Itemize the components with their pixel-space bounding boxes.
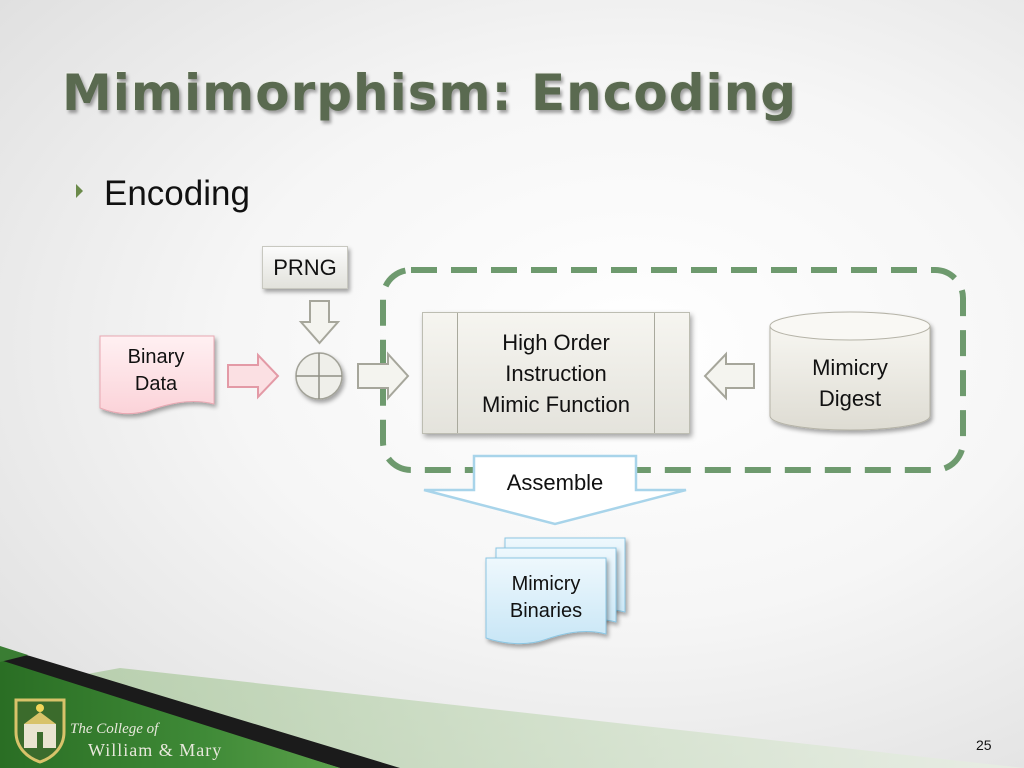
mimicry-digest-cylinder xyxy=(769,311,931,431)
assemble-arrow-icon xyxy=(423,454,687,526)
college-name-line1: The College of xyxy=(70,721,159,737)
footer-black-stripe xyxy=(0,648,400,768)
mimicry-binaries-label: Mimicry Binaries xyxy=(486,571,606,625)
assemble-label: Assemble xyxy=(506,470,604,495)
right-arrow-icon xyxy=(357,351,410,401)
prng-label: PRNG xyxy=(273,254,337,280)
bullet-text: Encoding xyxy=(104,174,250,213)
process-side-bar-left xyxy=(457,313,458,433)
down-arrow-icon xyxy=(298,300,341,345)
left-arrow-icon xyxy=(703,351,755,401)
binary-data-document xyxy=(99,335,215,415)
slide-title: Mimimorphism: Encoding xyxy=(62,64,798,122)
footer-green-band xyxy=(0,660,340,768)
prng-box: PRNG xyxy=(262,246,348,289)
pink-arrow-icon xyxy=(227,352,280,400)
page-number: 25 xyxy=(976,737,992,753)
high-order-mimic-function-box: High Order Instruction Mimic Function xyxy=(422,312,690,434)
college-crest-logo xyxy=(14,698,66,764)
footer-green-upper xyxy=(0,646,28,662)
binaries-document-front xyxy=(485,557,607,645)
high-order-line2: Instruction xyxy=(505,360,607,386)
mimicry-binaries-line2: Binaries xyxy=(509,600,583,622)
binary-data-line2: Data xyxy=(134,373,178,395)
bullet-arrow-icon xyxy=(76,184,83,198)
mimicry-digest-line1: Mimicry xyxy=(812,355,888,380)
combine-operator-icon xyxy=(295,352,343,400)
high-order-line1: High Order xyxy=(502,329,610,355)
dashed-boundary xyxy=(380,267,966,473)
process-side-bar-right xyxy=(654,313,655,433)
binary-data-label: Binary Data xyxy=(108,344,204,398)
high-order-line3: Mimic Function xyxy=(482,391,630,417)
mimicry-binaries-line1: Mimicry xyxy=(511,573,581,595)
college-name-line2: William & Mary xyxy=(88,740,223,760)
mimicry-digest-label: Mimicry Digest xyxy=(770,352,930,414)
mimicry-digest-line2: Digest xyxy=(818,386,882,411)
binary-data-line1: Binary xyxy=(127,346,185,368)
